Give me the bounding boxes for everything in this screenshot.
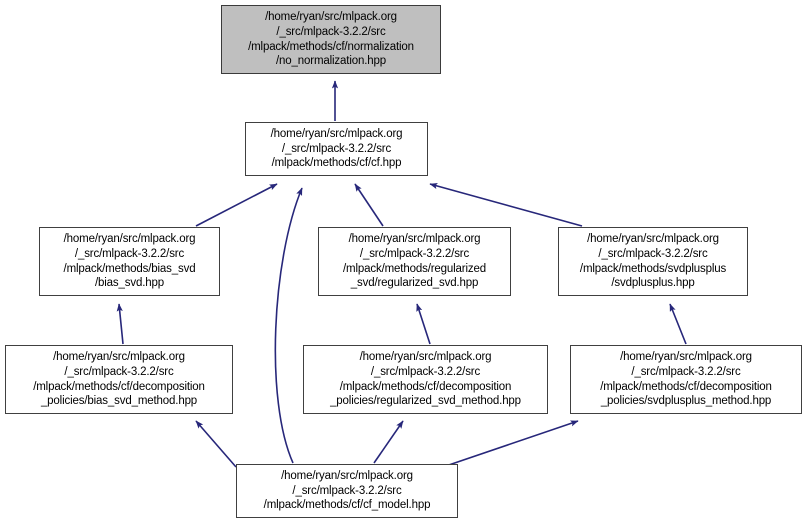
node-label-line: /home/ryan/src/mlpack.org [281, 470, 413, 483]
node-label-line: /_src/mlpack-3.2.2/src [281, 142, 392, 155]
node-label-line: /home/ryan/src/mlpack.org [63, 233, 196, 246]
node-label-line: /_src/mlpack-3.2.2/src [359, 247, 470, 260]
edge-cf-model-to-regularized-svd-method [373, 420, 404, 464]
node-regularized_svd_method_hpp[interactable]: /home/ryan/src/mlpack.org/_src/mlpack-3.… [303, 345, 548, 414]
node-label-line: /bias_svd.hpp [94, 277, 164, 290]
node-label-line: /_src/mlpack-3.2.2/src [370, 365, 481, 378]
node-label-line: /home/ryan/src/mlpack.org [270, 128, 403, 141]
node-label-line: /_src/mlpack-3.2.2/src [631, 365, 741, 378]
node-regularized_svd_hpp[interactable]: /home/ryan/src/mlpack.org/_src/mlpack-3.… [318, 227, 511, 296]
node-cf_model_hpp[interactable]: /home/ryan/src/mlpack.org/_src/mlpack-3.… [236, 464, 458, 518]
node-label-line: /_src/mlpack-3.2.2/src [64, 365, 174, 378]
node-bias_svd_method_hpp[interactable]: /home/ryan/src/mlpack.org/_src/mlpack-3.… [5, 345, 233, 414]
edge-bias-svd-to-cf [195, 183, 278, 227]
edge-regularized-svd-method-to-regularized-svd [416, 303, 431, 345]
node-bias_svd_hpp[interactable]: /home/ryan/src/mlpack.org/_src/mlpack-3.… [39, 227, 220, 296]
node-svdplusplus_method_hpp[interactable]: /home/ryan/src/mlpack.org/_src/mlpack-3.… [570, 345, 802, 414]
edge-svdplusplus-method-to-svdplusplus [669, 303, 687, 345]
edge-cf-model-to-cf [274, 187, 303, 464]
node-label-line: /_src/mlpack-3.2.2/src [292, 484, 402, 497]
node-label-line: /home/ryan/src/mlpack.org [348, 233, 481, 246]
edge-regularized-svd-to-cf [354, 183, 384, 227]
node-label-line: /home/ryan/src/mlpack.org [265, 11, 397, 24]
node-label-line: /mlpack/methods/cf/cf_model.hpp [263, 499, 431, 512]
node-label-line: /mlpack/methods/cf/decomposition [339, 380, 512, 393]
node-label-line: /home/ryan/src/mlpack.org [587, 233, 719, 246]
node-label-line: /mlpack/methods/cf/decomposition [33, 380, 205, 393]
node-label-line: _policies/regularized_svd_method.hpp [330, 395, 521, 408]
node-label-line: /home/ryan/src/mlpack.org [359, 351, 492, 364]
node-label-line: /_src/mlpack-3.2.2/src [598, 247, 708, 260]
edge-svdplusplus-to-cf [429, 182, 583, 227]
node-label-line: /home/ryan/src/mlpack.org [620, 351, 752, 364]
edge-cf-model-to-svdplusplus-method [436, 420, 579, 470]
node-label-line: /mlpack/methods/cf/decomposition [600, 380, 772, 393]
node-cf_hpp[interactable]: /home/ryan/src/mlpack.org/_src/mlpack-3.… [245, 122, 428, 176]
node-no_normalization[interactable]: /home/ryan/src/mlpack.org/_src/mlpack-3.… [221, 5, 441, 74]
node-label-line: /_src/mlpack-3.2.2/src [74, 247, 185, 260]
node-label-line: /mlpack/methods/bias_svd [63, 262, 196, 275]
node-label-line: /_src/mlpack-3.2.2/src [276, 25, 386, 38]
node-label-line: /mlpack/methods/svdplusplus [579, 262, 727, 275]
node-label-line: _policies/bias_svd_method.hpp [40, 395, 198, 408]
node-label-line: /mlpack/methods/cf/cf.hpp [271, 157, 402, 170]
node-label-line: /mlpack/methods/regularized [343, 262, 486, 275]
node-label-line: /mlpack/methods/cf/normalization [248, 40, 414, 53]
edge-cf-model-to-bias-svd-method [195, 420, 237, 468]
node-label-line: /no_normalization.hpp [275, 55, 386, 68]
node-label-line: _policies/svdplusplus_method.hpp [600, 395, 772, 408]
edge-bias-svd-method-to-bias-svd [116, 303, 124, 345]
node-label-line: _svd/regularized_svd.hpp [350, 277, 479, 290]
node-svdplusplus_hpp[interactable]: /home/ryan/src/mlpack.org/_src/mlpack-3.… [558, 227, 748, 296]
node-label-line: /svdplusplus.hpp [611, 277, 695, 290]
node-label-line: /home/ryan/src/mlpack.org [53, 351, 185, 364]
